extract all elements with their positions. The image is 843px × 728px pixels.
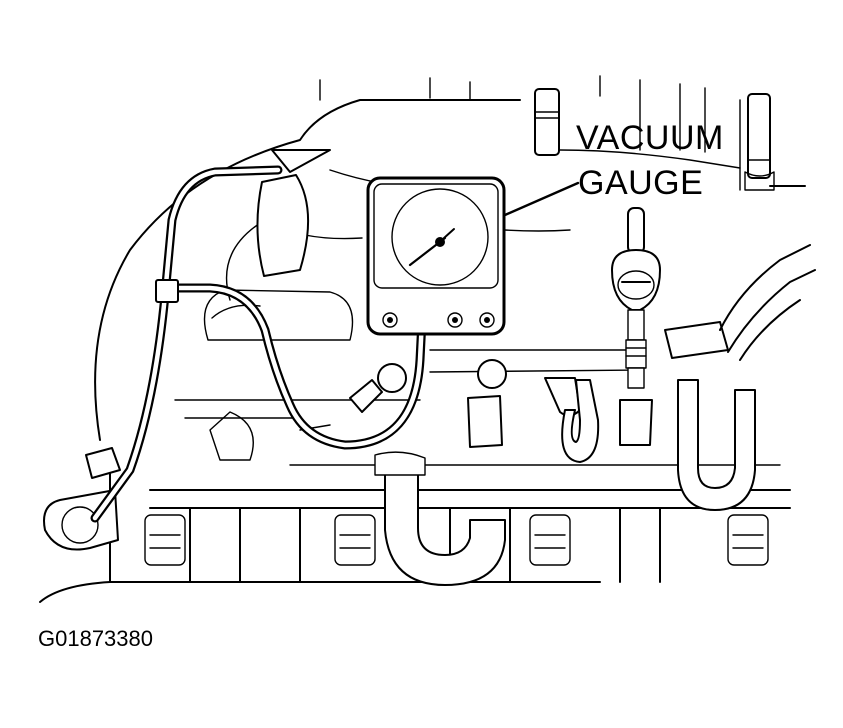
callout-line-1: VACUUM <box>576 119 724 157</box>
post-left <box>534 88 560 156</box>
main-hose <box>90 165 283 523</box>
throttle-body <box>203 149 354 341</box>
gauge-hose <box>165 283 427 450</box>
fuel-rail <box>109 349 791 583</box>
center-hose <box>374 451 506 586</box>
valve-cluster <box>349 359 653 463</box>
figure-id: G01873380 <box>38 626 153 651</box>
solenoid <box>611 207 661 389</box>
post-right <box>744 93 806 191</box>
tee-fitting <box>155 279 179 303</box>
vacuum-gauge <box>366 176 506 336</box>
callout-line-2: GAUGE <box>578 164 704 202</box>
right-pipe <box>664 244 816 511</box>
leader-line <box>503 181 580 217</box>
